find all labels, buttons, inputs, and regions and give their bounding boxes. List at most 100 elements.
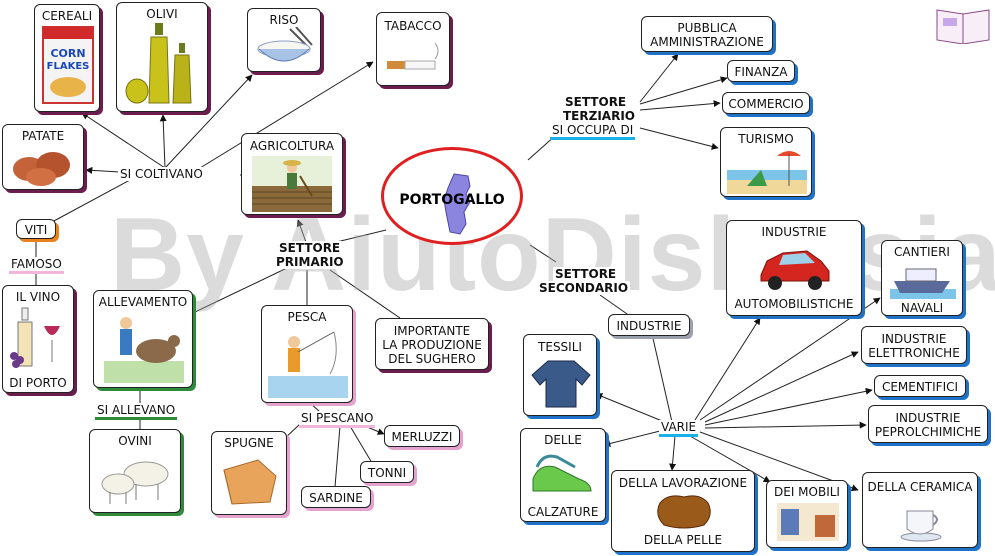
secondary-title-2: SECONDARIO bbox=[537, 281, 631, 295]
tonni-label: TONNI bbox=[367, 466, 407, 480]
ovini-label: OVINI bbox=[118, 434, 152, 448]
si-occupa-label: SI OCCUPA DI bbox=[550, 123, 636, 140]
cup-icon bbox=[900, 510, 942, 542]
mobili-label: DEI MOBILI bbox=[774, 485, 840, 499]
petrol-label-1: INDUSTRIE bbox=[895, 411, 961, 425]
tonni-node[interactable]: TONNI bbox=[360, 461, 414, 483]
ceramica-node[interactable]: DELLA CERAMICA bbox=[862, 472, 978, 548]
cereal-box-icon: CORN FLAKES bbox=[42, 26, 94, 104]
cigarette-icon bbox=[387, 42, 439, 70]
cantieri-navali-node[interactable]: CANTIERI NAVALI bbox=[881, 240, 963, 316]
primary-title-1: SETTORE bbox=[277, 241, 343, 255]
si-allevano-label: SI ALLEVANO bbox=[95, 403, 178, 420]
center-title: PORTOGALLO bbox=[399, 192, 505, 208]
sponge-icon bbox=[223, 459, 277, 505]
agricoltura-label: AGRICOLTURA bbox=[249, 139, 335, 153]
si-coltivano-label: SI COLTIVANO bbox=[118, 167, 205, 181]
auto-label-1: INDUSTRIE bbox=[761, 225, 827, 239]
famoso-label: FAMOSO bbox=[9, 257, 64, 274]
merluzzi-node[interactable]: MERLUZZI bbox=[384, 425, 460, 447]
cementifici-node[interactable]: CEMENTIFICI bbox=[874, 375, 966, 397]
industrie-petrolchimiche-node[interactable]: INDUSTRIE PEPROLCHIMICHE bbox=[868, 405, 988, 443]
pesca-node[interactable]: PESCA bbox=[261, 305, 353, 403]
tessili-label: TESSILI bbox=[538, 340, 582, 354]
auto-label-2: AUTOMOBILISTICHE bbox=[734, 297, 854, 311]
pelle-label-1: DELLA LAVORAZIONE bbox=[618, 476, 748, 490]
cementifici-label: CEMENTIFICI bbox=[881, 380, 959, 394]
industrie-label: INDUSTRIE bbox=[616, 319, 682, 333]
ceramica-label: DELLA CERAMICA bbox=[867, 480, 973, 494]
vino-porto-node[interactable]: IL VINO DI PORTO bbox=[2, 285, 74, 393]
corn-text: CORN bbox=[50, 47, 85, 60]
industrie-node[interactable]: INDUSTRIE bbox=[608, 314, 690, 336]
calz-label-2: CALZATURE bbox=[527, 505, 599, 519]
fisherman-icon bbox=[268, 331, 348, 398]
leather-icon bbox=[657, 495, 711, 529]
pubblica-amministrazione-node[interactable]: PUBBLICA AMMINISTRAZIONE bbox=[641, 16, 773, 52]
commercio-label: COMMERCIO bbox=[728, 97, 804, 111]
furniture-icon bbox=[777, 503, 839, 541]
turismo-label: TURISMO bbox=[738, 132, 794, 146]
calzature-node[interactable]: DELLE CALZATURE bbox=[520, 428, 606, 522]
mobili-node[interactable]: DEI MOBILI bbox=[766, 480, 848, 548]
finanza-node[interactable]: FINANZA bbox=[727, 60, 795, 82]
ovini-node[interactable]: OVINI bbox=[89, 429, 181, 513]
patate-label: PATATE bbox=[21, 129, 65, 143]
sheep-icon bbox=[101, 461, 169, 504]
wine-icon bbox=[10, 307, 60, 368]
farmer-icon bbox=[252, 156, 332, 212]
spugne-node[interactable]: SPUGNE bbox=[211, 431, 287, 515]
agricoltura-node[interactable]: AGRICOLTURA bbox=[241, 133, 343, 215]
allevamento-label: ALLEVAMENTO bbox=[98, 295, 188, 309]
vino-label-2: DI PORTO bbox=[9, 376, 67, 390]
cantieri-label-2: NAVALI bbox=[900, 301, 944, 315]
primary-title-2: PRIMARIO bbox=[274, 255, 346, 269]
turismo-node[interactable]: TURISMO bbox=[720, 127, 812, 197]
patate-node[interactable]: PATATE bbox=[2, 124, 84, 190]
rice-bowl-icon bbox=[257, 27, 313, 62]
sardine-node[interactable]: SARDINE bbox=[301, 486, 371, 508]
shepherd-icon bbox=[104, 317, 184, 383]
sughero-label-1: IMPORTANTE bbox=[393, 324, 471, 338]
sughero-label-3: DEL SUGHERO bbox=[388, 352, 476, 366]
sardine-label: SARDINE bbox=[309, 491, 363, 505]
pa-label-1: PUBBLICA bbox=[677, 21, 737, 35]
secondary-title-1: SETTORE bbox=[553, 267, 619, 281]
pesca-label: PESCA bbox=[287, 310, 327, 324]
cereali-node[interactable]: CEREALI CORN FLAKES bbox=[34, 4, 100, 112]
tertiary-title-2: TERZIARIO bbox=[561, 109, 637, 123]
tabacco-label: TABACCO bbox=[384, 19, 442, 33]
portugal-map-icon bbox=[443, 173, 471, 235]
finanza-label: FINANZA bbox=[734, 65, 788, 79]
riso-node[interactable]: RISO bbox=[247, 8, 321, 72]
pa-label-2: AMMINISTRAZIONE bbox=[650, 35, 764, 49]
elettr-label-1: INDUSTRIE bbox=[881, 332, 947, 346]
shoes-icon bbox=[532, 454, 592, 492]
sughero-label-2: LA PRODUZIONE bbox=[382, 338, 482, 352]
elettr-label-2: ELETTRONICHE bbox=[868, 346, 960, 360]
si-pescano-label: SI PESCANO bbox=[299, 411, 376, 428]
industrie-automobilistiche-node[interactable]: INDUSTRIE AUTOMOBILISTICHE bbox=[726, 220, 862, 316]
sweater-icon bbox=[531, 360, 591, 408]
potatoes-icon bbox=[13, 152, 70, 186]
allevamento-node[interactable]: ALLEVAMENTO bbox=[93, 290, 193, 388]
beach-icon bbox=[727, 151, 807, 194]
riso-label: RISO bbox=[269, 13, 299, 27]
car-icon bbox=[760, 250, 830, 290]
tertiary-title-1: SETTORE bbox=[563, 95, 629, 109]
cantieri-label-1: CANTIERI bbox=[894, 245, 950, 259]
calz-label-1: DELLE bbox=[544, 433, 582, 447]
tabacco-node[interactable]: TABACCO bbox=[376, 12, 450, 86]
commercio-node[interactable]: COMMERCIO bbox=[722, 92, 810, 114]
pelle-label-2: DELLA PELLE bbox=[643, 533, 723, 547]
sughero-node[interactable]: IMPORTANTE LA PRODUZIONE DEL SUGHERO bbox=[375, 318, 489, 370]
book-icon bbox=[936, 9, 990, 44]
olivi-label: OLIVI bbox=[146, 7, 178, 21]
viti-node[interactable]: VITI bbox=[16, 219, 56, 239]
tessili-node[interactable]: TESSILI bbox=[523, 334, 597, 416]
petrol-label-2: PEPROLCHIMICHE bbox=[874, 425, 982, 439]
center-node[interactable]: PORTOGALLO bbox=[381, 147, 523, 245]
industrie-elettroniche-node[interactable]: INDUSTRIE ELETTRONICHE bbox=[861, 326, 967, 364]
olivi-node[interactable]: OLIVI bbox=[116, 2, 208, 112]
pelle-node[interactable]: DELLA LAVORAZIONE DELLA PELLE bbox=[611, 470, 755, 552]
